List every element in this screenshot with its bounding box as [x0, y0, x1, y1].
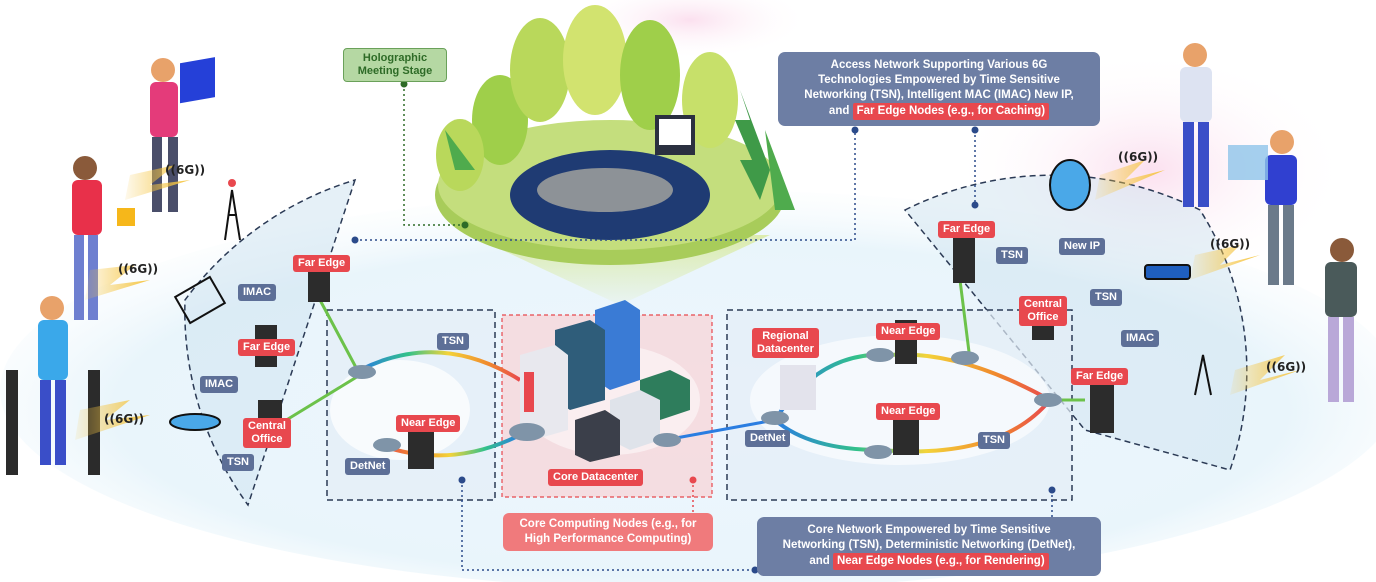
far-edge-label: Far Edge [293, 255, 351, 272]
central-office-label: Central Office [1019, 296, 1067, 326]
core-network-line-2: Networking (TSN), Deterministic Networki… [782, 539, 1076, 551]
6g-label: ((6G)) [1210, 237, 1251, 251]
tsn-tag: TSN [978, 432, 1010, 449]
datacenter-text: Datacenter [757, 343, 814, 355]
imac-tag: IMAC [238, 284, 277, 301]
regional-text: Regional [762, 330, 809, 342]
tsn-tag: TSN [996, 247, 1028, 264]
core-datacenter-label: Core Datacenter [548, 469, 643, 486]
near-edge-label: Near Edge [876, 323, 941, 340]
link-right-core [664, 418, 776, 442]
access-highlight: Far Edge Nodes (e.g., for Caching) [852, 103, 1050, 120]
detnet-tag: DetNet [745, 430, 791, 447]
core-network-callout: Core Network Empowered by Time Sensitive… [757, 517, 1101, 576]
core-computing-line-2: High Performance Computing) [524, 533, 692, 545]
far-edge-label: Far Edge [1071, 368, 1129, 385]
meeting-table [537, 168, 673, 212]
far-edge-label: Far Edge [238, 339, 296, 356]
office-text: Office [251, 433, 283, 445]
office-text: Office [1027, 311, 1059, 323]
6g-label: ((6G)) [1118, 150, 1159, 164]
detnet-tag: DetNet [345, 458, 391, 475]
access-line-3: Networking (TSN), Intelligent MAC (IMAC)… [804, 89, 1074, 101]
holographic-text: Holographic Meeting Stage [357, 52, 433, 77]
6g-label: ((6G)) [118, 262, 159, 276]
central-text: Central [248, 420, 286, 432]
connector-dots [351, 80, 1056, 574]
imac-tag: IMAC [200, 376, 239, 393]
core-computing-callout: Core Computing Nodes (e.g., for High Per… [503, 513, 713, 551]
6g-label: ((6G)) [165, 163, 206, 177]
regional-datacenter-label: Regional Datacenter [752, 328, 819, 358]
routers [348, 348, 1062, 459]
devices [169, 159, 1212, 431]
callout-connectors [355, 84, 1053, 571]
core-network-highlight: Near Edge Nodes (e.g., for Rendering) [832, 553, 1049, 570]
forest [436, 5, 795, 210]
access-line-1: Access Network Supporting Various 6G [830, 59, 1048, 71]
tsn-tag: TSN [437, 333, 469, 350]
central-office-label: Central Office [243, 418, 291, 448]
access-and: and [828, 105, 850, 117]
tsn-tag: TSN [222, 454, 254, 471]
core-ring-left [359, 350, 522, 382]
new-ip-tag: New IP [1059, 238, 1106, 255]
6g-label: ((6G)) [104, 412, 145, 426]
6g-label: ((6G)) [1266, 360, 1307, 374]
tsn-tag: TSN [1090, 289, 1122, 306]
access-network-callout: Access Network Supporting Various 6G Tec… [778, 52, 1100, 126]
near-edge-label: Near Edge [876, 403, 941, 420]
core-network-line-1: Core Network Empowered by Time Sensitive [807, 524, 1051, 536]
far-edge-label: Far Edge [938, 221, 996, 238]
central-text: Central [1024, 298, 1062, 310]
core-datacenter-racks [520, 300, 690, 462]
core-computing-line-1: Core Computing Nodes (e.g., for [519, 518, 697, 530]
holographic-callout: Holographic Meeting Stage [343, 48, 447, 82]
6g-signals [75, 160, 1300, 440]
core-network-and: and [809, 555, 830, 567]
near-edge-label: Near Edge [396, 415, 461, 432]
imac-tag: IMAC [1121, 330, 1160, 347]
right-access-region [903, 174, 1248, 471]
cloud [330, 360, 470, 460]
access-line-2: Technologies Empowered by Time Sensitive [818, 74, 1060, 86]
